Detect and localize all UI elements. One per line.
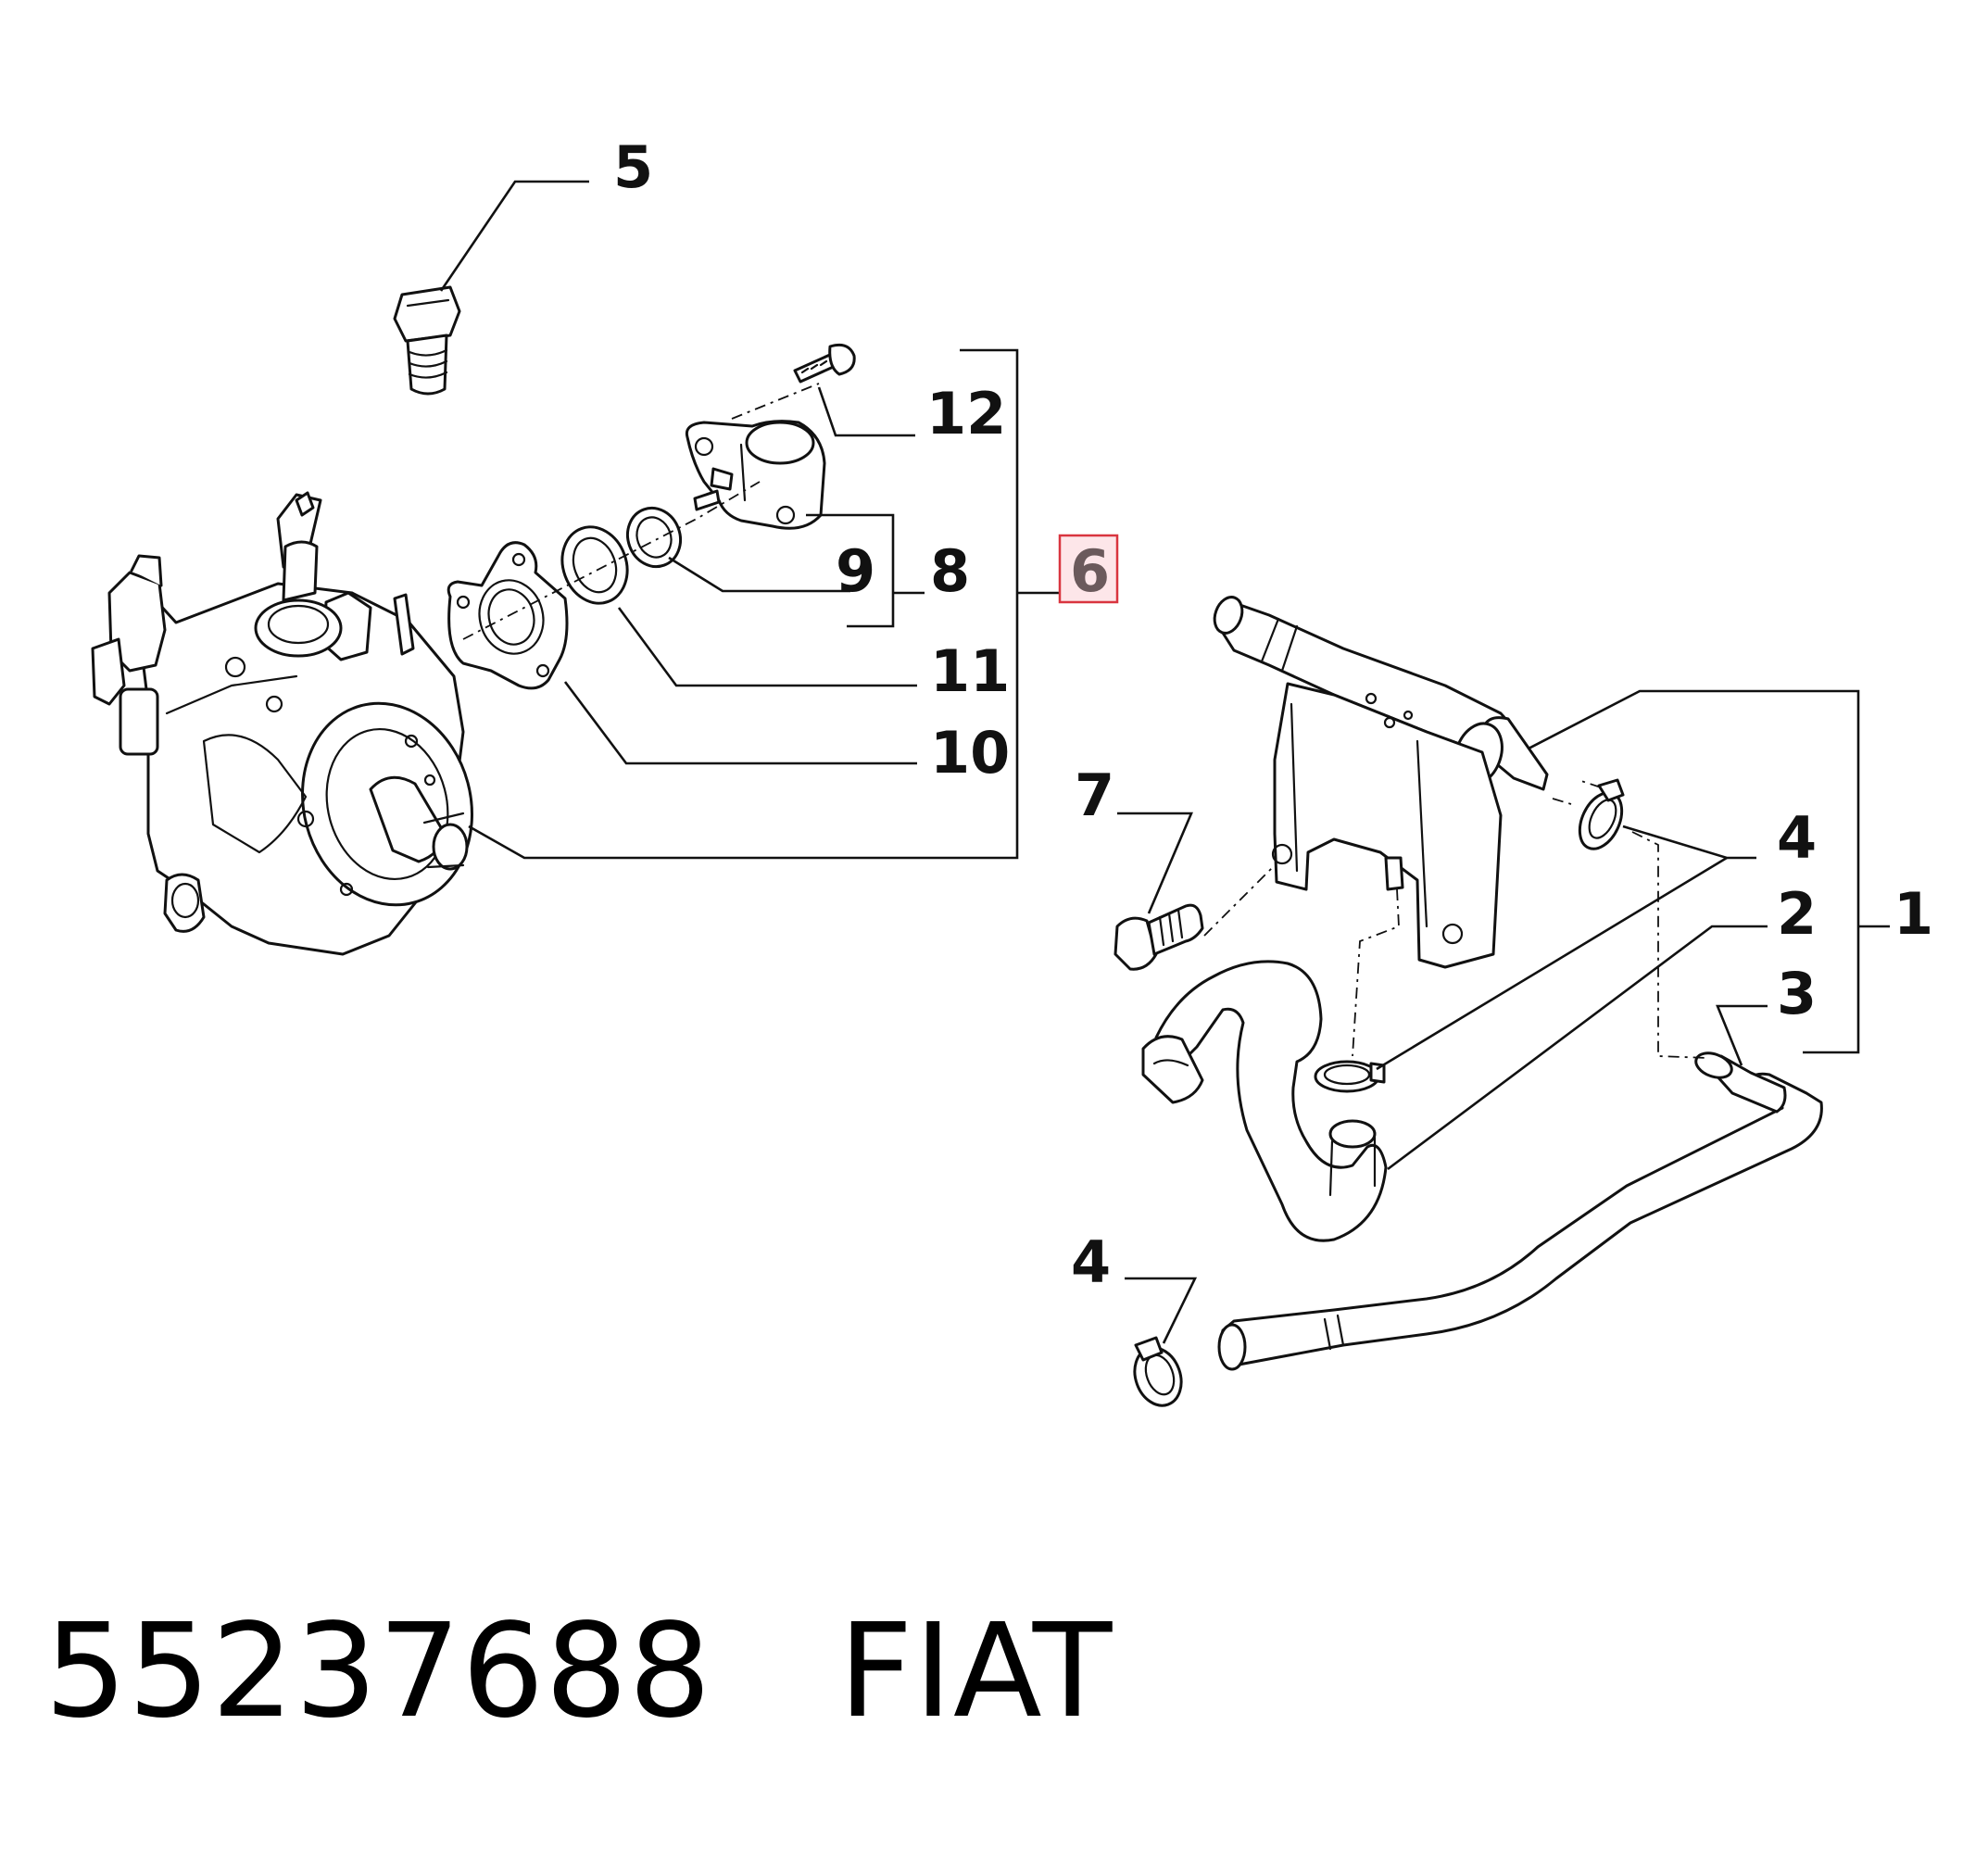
high-pressure-pump-part-6[interactable]: [91, 491, 494, 956]
callout-12[interactable]: 12: [926, 380, 1006, 447]
leader-lines: [439, 180, 1890, 1344]
callout-8[interactable]: 8: [930, 537, 970, 605]
callout-5[interactable]: 5: [613, 133, 653, 201]
callout-11[interactable]: 11: [930, 637, 1010, 705]
footer-caption: 55237688 FIAT: [44, 1607, 1113, 1737]
callout-6[interactable]: 6: [1070, 537, 1110, 605]
callout-4-upper[interactable]: 4: [1777, 804, 1817, 872]
hose-clamp-part-4-middle[interactable]: [1314, 1060, 1386, 1093]
callout-9[interactable]: 9: [836, 537, 875, 605]
brand-name: FIAT: [838, 1596, 1114, 1747]
callout-2[interactable]: 2: [1777, 880, 1817, 948]
bolt-part-7[interactable]: [1114, 903, 1204, 971]
callout-1[interactable]: 1: [1894, 880, 1933, 948]
callout-6-highlight: [1058, 534, 1119, 604]
oring-part-11[interactable]: [552, 518, 638, 612]
callout-3[interactable]: 3: [1777, 960, 1817, 1027]
callout-7[interactable]: 7: [1075, 762, 1114, 829]
part-number: 55237688: [44, 1596, 712, 1747]
callout-4-lower[interactable]: 4: [1071, 1228, 1111, 1296]
screw-part-12[interactable]: [793, 343, 856, 384]
bolt-part-5[interactable]: [393, 285, 461, 396]
hose-clamp-part-4-upper[interactable]: [1571, 778, 1629, 855]
pipe-part-3[interactable]: [1217, 1049, 1823, 1371]
callout-10[interactable]: 10: [930, 719, 1010, 787]
fuel-return-rail-part-1[interactable]: [1210, 593, 1549, 969]
callout-labels: 5 12 9 8 11 10 6 7 4 2 1 3 4: [613, 133, 1933, 1296]
hose-clamp-part-4-lower[interactable]: [1127, 1336, 1189, 1412]
hose-part-2[interactable]: [1141, 960, 1388, 1242]
